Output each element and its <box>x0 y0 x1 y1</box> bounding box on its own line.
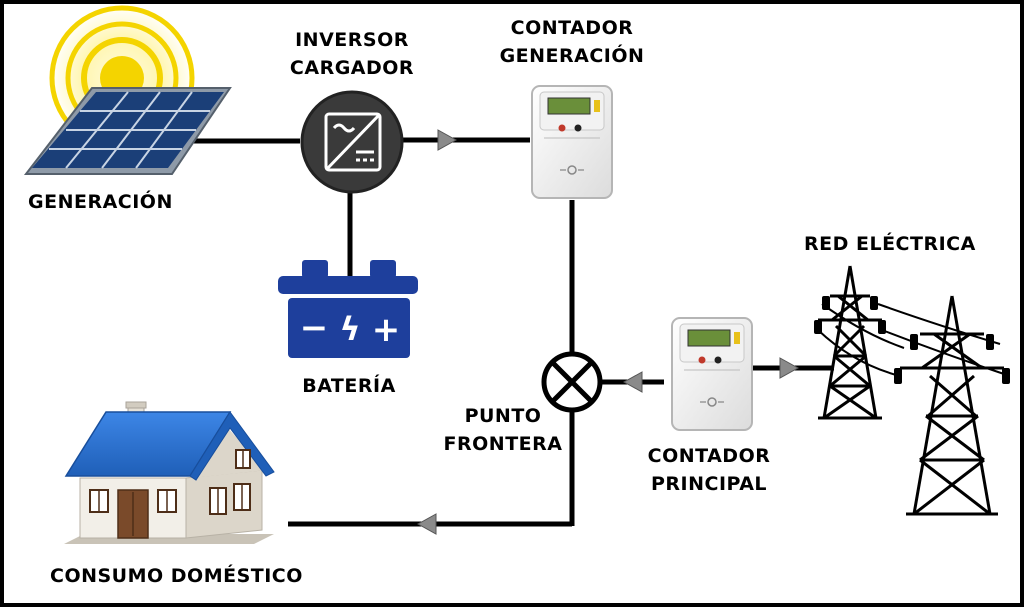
label-inverter: INVERSOR CARGADOR <box>272 26 432 82</box>
inverter-icon <box>300 90 404 194</box>
label-inverter-line2: CARGADOR <box>289 57 415 79</box>
house-icon <box>64 401 275 544</box>
main-meter-icon <box>671 317 753 431</box>
power-towers-icon <box>817 265 1005 516</box>
label-boundary-line1: PUNTO <box>464 405 542 427</box>
label-generation-meter: CONTADOR GENERACIÓN <box>482 14 662 70</box>
arrow-to-genmeter <box>437 129 458 151</box>
arrow-to-boundary <box>622 371 643 393</box>
label-main-meter: CONTADOR PRINCIPAL <box>624 442 794 498</box>
battery-minus-symbol: − <box>300 308 329 348</box>
power-tower-front <box>900 295 1004 516</box>
label-mainmeter-line2: PRINCIPAL <box>650 473 768 495</box>
label-grid-text: RED ELÉCTRICA <box>804 233 976 255</box>
battery-plus-symbol: + <box>372 310 401 350</box>
label-mainmeter-line1: CONTADOR <box>647 445 771 467</box>
insulators <box>814 296 1010 384</box>
label-grid: RED ELÉCTRICA <box>804 230 976 258</box>
power-cables <box>817 303 1005 377</box>
solar-panel-icon <box>23 87 232 175</box>
label-battery-text: BATERÍA <box>302 375 396 397</box>
diagram-svg: − ϟ + <box>23 5 1010 544</box>
arrow-from-grid <box>779 357 800 379</box>
arrow-to-house <box>416 513 437 535</box>
label-generation-text: GENERACIÓN <box>28 191 173 213</box>
label-genmeter-line1: CONTADOR <box>510 17 634 39</box>
label-genmeter-line2: GENERACIÓN <box>499 45 645 67</box>
label-inverter-line1: INVERSOR <box>295 29 409 51</box>
generation-meter-icon <box>531 85 613 199</box>
power-tower-back <box>818 265 882 420</box>
boundary-point-icon <box>541 351 603 413</box>
label-boundary-point: PUNTO FRONTERA <box>438 402 568 458</box>
flow-arrows <box>416 129 800 535</box>
battery-icon: − ϟ + <box>278 260 418 358</box>
label-consumption-text: CONSUMO DOMÉSTICO <box>50 565 303 587</box>
label-boundary-line2: FRONTERA <box>443 433 563 455</box>
label-consumption: CONSUMO DOMÉSTICO <box>50 562 303 590</box>
label-generation: GENERACIÓN <box>28 188 173 216</box>
battery-bolt-symbol: ϟ <box>339 310 360 348</box>
label-battery: BATERÍA <box>272 372 426 400</box>
